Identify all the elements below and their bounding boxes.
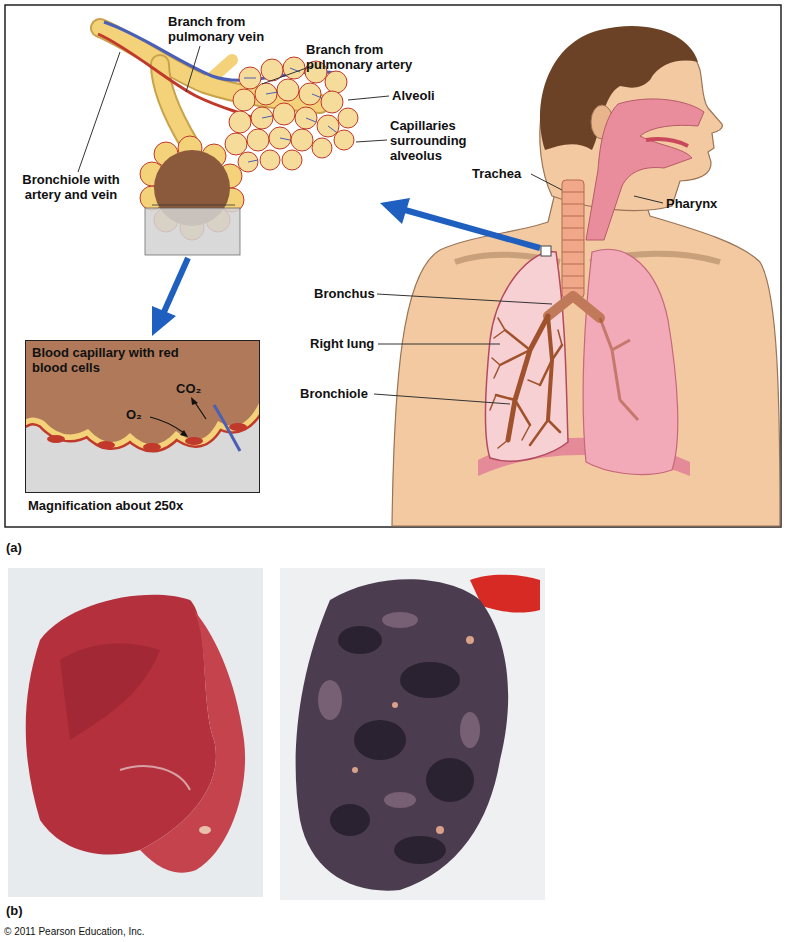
part-label: Magnification about 250x	[28, 498, 183, 513]
panel-letter: (b)	[6, 903, 23, 918]
part-label: Branch from pulmonary artery	[306, 42, 431, 72]
part-label: Alveoli	[392, 88, 435, 103]
part-label: Bronchiole with artery and vein	[10, 172, 132, 202]
gas-label: O₂	[126, 407, 142, 422]
part-label: Right lung	[310, 336, 374, 351]
part-label: Bronchiole	[300, 386, 368, 401]
gas-label: CO₂	[176, 381, 201, 396]
part-label: Branch from pulmonary vein	[168, 14, 278, 44]
panel-letter: (a)	[6, 540, 22, 555]
part-label: Trachea	[472, 166, 521, 181]
part-label: Capillaries surrounding alveolus	[390, 118, 485, 163]
magnified-inset: Blood capillary with red blood cellsCO₂ O…	[25, 340, 260, 493]
part-label: Bronchus	[314, 286, 375, 301]
part-label: Pharynx	[666, 196, 717, 211]
copyright-note: © 2011 Pearson Education, Inc.	[4, 926, 145, 938]
inset-label: Blood capillary with red blood cells	[32, 345, 182, 375]
